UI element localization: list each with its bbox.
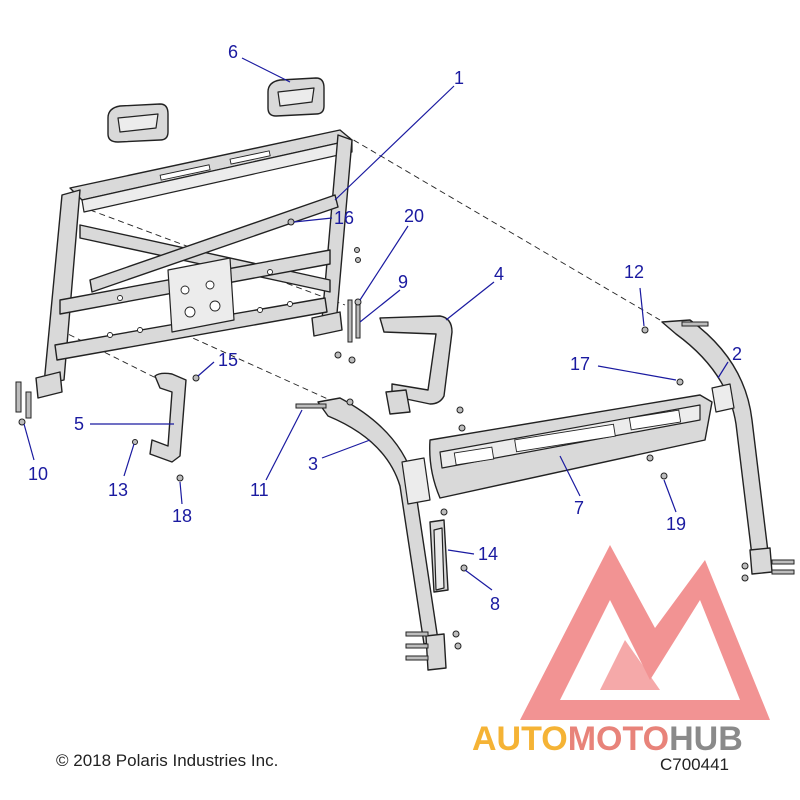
callout-16: 16 — [334, 208, 354, 228]
svg-text:AUTOMOTOHUB: AUTOMOTOHUB — [472, 720, 743, 758]
headrest-pads — [107, 77, 325, 143]
callout-9: 9 — [398, 272, 408, 292]
diagram-code: C700441 — [660, 755, 729, 774]
leader-lines — [23, 57, 729, 591]
callout-1: 1 — [454, 68, 464, 88]
callout-18: 18 — [172, 506, 192, 526]
callout-19: 19 — [666, 514, 686, 534]
callout-2: 2 — [732, 344, 742, 364]
callout-5: 5 — [74, 414, 84, 434]
grab-handle — [379, 315, 453, 415]
watermark-triangle-icon — [520, 545, 770, 720]
copyright-notice: © 2018 Polaris Industries Inc. — [56, 751, 278, 770]
callout-20: 20 — [404, 206, 424, 226]
watermark-part-c: HUB — [669, 720, 743, 758]
left-roll-bar — [317, 397, 447, 671]
bracket — [429, 519, 449, 593]
watermark-inner-mark-icon — [600, 640, 660, 690]
callout-8: 8 — [490, 594, 500, 614]
callout-17: 17 — [570, 354, 590, 374]
callout-11: 11 — [250, 480, 269, 500]
hardware — [15, 218, 795, 661]
callout-3: 3 — [308, 454, 318, 474]
watermark-part-a: AUTO — [472, 720, 568, 758]
watermark-logo — [520, 545, 770, 720]
callout-7: 7 — [574, 498, 584, 518]
callout-15: 15 — [218, 350, 238, 370]
watermark-text: AUTOMOTOHUB — [472, 720, 743, 758]
rear-frame — [35, 129, 353, 399]
right-roll-bar — [661, 319, 773, 575]
callout-14: 14 — [478, 544, 498, 564]
callout-6: 6 — [228, 42, 238, 62]
rear-panel — [429, 394, 713, 499]
watermark-part-b: MOTO — [568, 720, 669, 758]
side-handle — [149, 372, 187, 463]
callout-10: 10 — [28, 464, 48, 484]
callout-13: 13 — [108, 480, 128, 500]
callout-4: 4 — [494, 264, 504, 284]
callout-12: 12 — [624, 262, 644, 282]
assembly-lines — [59, 134, 661, 401]
callout-labels: 1 2 3 4 5 6 7 8 9 10 11 12 13 14 15 16 1… — [28, 42, 742, 614]
